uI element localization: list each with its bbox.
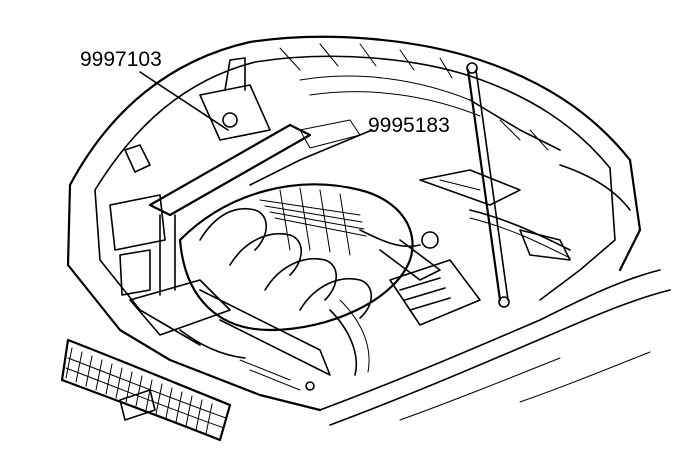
- engine-bay-outline: [66, 158, 671, 426]
- right-components: [389, 169, 571, 326]
- hood-panel: [68, 35, 632, 211]
- callout-9997103-label: 9997103: [80, 48, 162, 71]
- hood-strut: [466, 62, 510, 308]
- callout-leaders: [139, 71, 373, 186]
- leader-9995183: [249, 129, 373, 186]
- strut-brace: [109, 57, 361, 296]
- front-grille: [60, 338, 232, 442]
- callout-9995183-label: 9995183: [368, 114, 450, 137]
- front-cross-member: [129, 279, 370, 391]
- leader-9997103: [139, 71, 229, 131]
- engine-intake: [178, 183, 441, 332]
